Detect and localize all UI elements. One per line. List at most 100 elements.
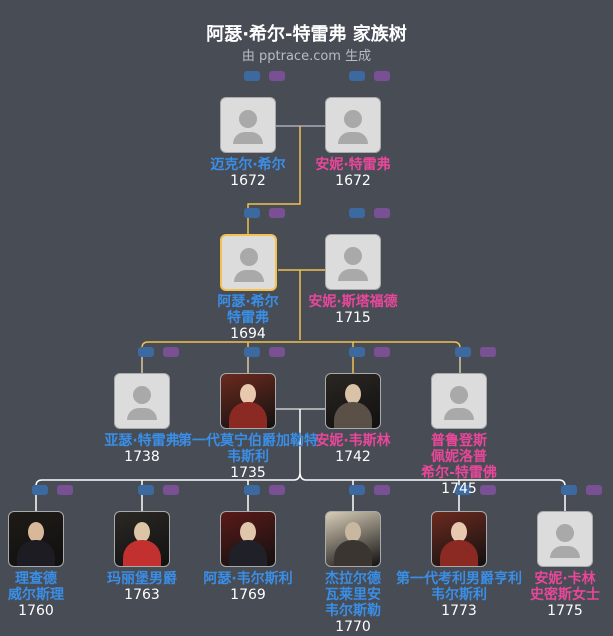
parents-badge[interactable] bbox=[349, 71, 365, 81]
portrait-photo[interactable] bbox=[220, 511, 276, 567]
portrait-photo[interactable] bbox=[114, 511, 170, 567]
spouse-badge[interactable] bbox=[163, 485, 179, 495]
parents-badge[interactable] bbox=[561, 485, 577, 495]
parents-badge[interactable] bbox=[349, 485, 365, 495]
spouse-badge[interactable] bbox=[374, 208, 390, 218]
person-name[interactable]: 安妮·特雷弗 bbox=[315, 157, 391, 173]
parents-badge[interactable] bbox=[138, 347, 154, 357]
parents-badge[interactable] bbox=[244, 208, 260, 218]
spouse-badge[interactable] bbox=[480, 347, 496, 357]
birth-year: 1763 bbox=[124, 587, 160, 603]
avatar-placeholder[interactable] bbox=[220, 97, 276, 153]
spouse-badge[interactable] bbox=[269, 71, 285, 81]
birth-year: 1715 bbox=[335, 310, 371, 326]
spouse-badge[interactable] bbox=[269, 208, 285, 218]
person-icon bbox=[450, 386, 468, 404]
person-name[interactable]: 安妮·卡林史密斯女士 bbox=[530, 571, 600, 603]
portrait-photo[interactable] bbox=[431, 511, 487, 567]
avatar-placeholder[interactable] bbox=[220, 234, 277, 291]
birth-year: 1742 bbox=[335, 449, 371, 465]
portrait-body bbox=[229, 402, 267, 428]
person-icon bbox=[239, 110, 257, 128]
portrait-photo[interactable] bbox=[220, 373, 276, 429]
portrait-face bbox=[28, 522, 44, 542]
parents-badge[interactable] bbox=[138, 485, 154, 495]
person-name[interactable]: 玛丽堡男爵 bbox=[107, 571, 177, 587]
child-line bbox=[141, 354, 461, 373]
portrait-photo[interactable] bbox=[325, 511, 381, 567]
birth-year: 1775 bbox=[547, 603, 583, 619]
person-name[interactable]: 阿瑟·希尔特雷弗 bbox=[217, 294, 279, 326]
birth-year: 1773 bbox=[441, 603, 477, 619]
portrait-face bbox=[240, 522, 256, 542]
person-name[interactable]: 安妮·斯塔福德 bbox=[308, 294, 398, 310]
parents-badge[interactable] bbox=[32, 485, 48, 495]
avatar-placeholder[interactable] bbox=[325, 234, 381, 290]
person-icon bbox=[444, 408, 474, 420]
birth-year: 1672 bbox=[230, 173, 266, 189]
parents-badge[interactable] bbox=[349, 347, 365, 357]
portrait-body bbox=[229, 540, 267, 566]
person-icon bbox=[127, 408, 157, 420]
parents-badge[interactable] bbox=[455, 485, 471, 495]
person-icon bbox=[234, 270, 264, 282]
person-name[interactable]: 普鲁登斯佩妮洛普希尔-特雷佛 bbox=[421, 433, 497, 481]
avatar-placeholder[interactable] bbox=[537, 511, 593, 567]
spouse-badge[interactable] bbox=[586, 485, 602, 495]
birth-year: 1760 bbox=[18, 603, 54, 619]
person-name[interactable]: 阿瑟·韦尔斯利 bbox=[203, 571, 293, 587]
avatar-placeholder[interactable] bbox=[325, 97, 381, 153]
portrait-photo[interactable] bbox=[8, 511, 64, 567]
child-line bbox=[247, 126, 301, 234]
person-name[interactable]: 杰拉尔德瓦莱里安韦尔斯勒 bbox=[325, 571, 381, 619]
portrait-photo[interactable] bbox=[325, 373, 381, 429]
avatar-placeholder[interactable] bbox=[114, 373, 170, 429]
portrait-body bbox=[334, 540, 372, 566]
spouse-badge[interactable] bbox=[374, 71, 390, 81]
birth-year: 1735 bbox=[230, 465, 266, 481]
spouse-badge[interactable] bbox=[374, 485, 390, 495]
person-name[interactable]: 第一代莫宁伯爵加勒特韦斯利 bbox=[178, 433, 318, 465]
person-name[interactable]: 理查德威尔斯理 bbox=[8, 571, 64, 603]
parents-badge[interactable] bbox=[349, 208, 365, 218]
person-icon bbox=[556, 524, 574, 542]
person-icon bbox=[344, 110, 362, 128]
person-icon bbox=[233, 132, 263, 144]
portrait-face bbox=[134, 522, 150, 542]
person-icon bbox=[550, 546, 580, 558]
birth-year: 1694 bbox=[230, 326, 266, 342]
parents-badge[interactable] bbox=[455, 347, 471, 357]
birth-year: 1770 bbox=[335, 619, 371, 635]
portrait-body bbox=[440, 540, 478, 566]
person-icon bbox=[240, 248, 258, 266]
portrait-face bbox=[240, 384, 256, 404]
birth-year: 1672 bbox=[335, 173, 371, 189]
children-bracket bbox=[141, 341, 461, 373]
person-name[interactable]: 安妮·韦斯林 bbox=[315, 433, 391, 449]
spouse-badge[interactable] bbox=[57, 485, 73, 495]
parents-badge[interactable] bbox=[244, 347, 260, 357]
spouse-badge[interactable] bbox=[269, 347, 285, 357]
person-name[interactable]: 第一代考利男爵亨利韦尔斯利 bbox=[396, 571, 522, 603]
parents-badge[interactable] bbox=[244, 71, 260, 81]
portrait-body bbox=[123, 540, 161, 566]
children-bracket bbox=[35, 409, 566, 511]
page-subtitle: 由 pptrace.com 生成 bbox=[241, 49, 372, 64]
person-name[interactable]: 迈克尔·希尔 bbox=[210, 157, 286, 173]
person-icon bbox=[133, 386, 151, 404]
spouse-badge[interactable] bbox=[480, 485, 496, 495]
page-title: 阿瑟·希尔-特雷弗 家族树 bbox=[206, 24, 407, 45]
portrait-face bbox=[345, 384, 361, 404]
avatar-placeholder[interactable] bbox=[431, 373, 487, 429]
portrait-body bbox=[17, 540, 55, 566]
spouse-badge[interactable] bbox=[163, 347, 179, 357]
person-icon bbox=[338, 269, 368, 281]
portrait-face bbox=[345, 522, 361, 542]
person-name[interactable]: 亚瑟·特雷弗 bbox=[104, 433, 180, 449]
birth-year: 1769 bbox=[230, 587, 266, 603]
spouse-badge[interactable] bbox=[269, 485, 285, 495]
birth-year: 1745 bbox=[441, 481, 477, 497]
person-icon bbox=[344, 247, 362, 265]
parents-badge[interactable] bbox=[244, 485, 260, 495]
spouse-badge[interactable] bbox=[374, 347, 390, 357]
